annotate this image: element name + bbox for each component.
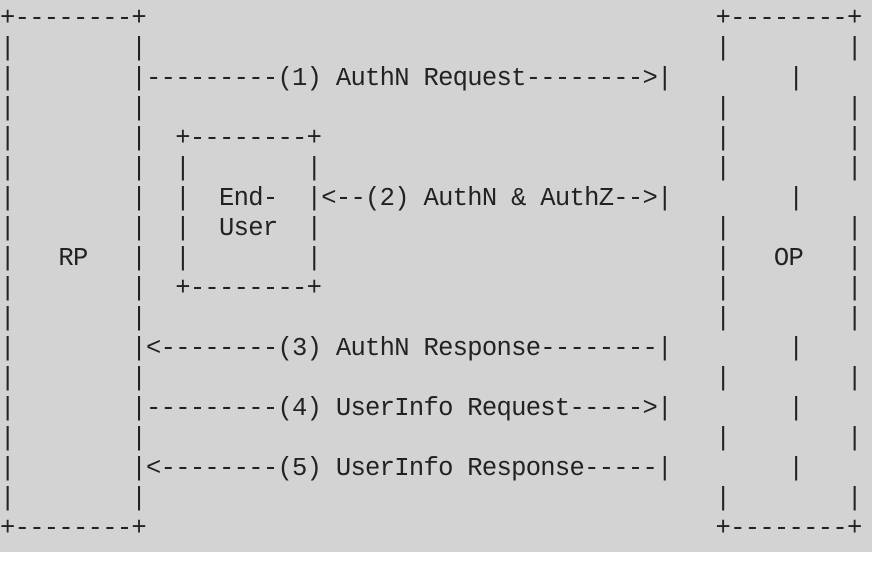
diagram-line: | |<--------(5) UserInfo Response-----| … [0, 454, 804, 483]
diagram-line: | |---------(4) UserInfo Request----->| … [0, 394, 804, 423]
diagram-line: | RP | | | | OP | [0, 244, 862, 273]
diagram-line: | | | | [0, 34, 862, 63]
diagram-line: | | | End- |<--(2) AuthN & AuthZ-->| | [0, 184, 804, 213]
diagram-line: | |<--------(3) AuthN Response--------| … [0, 334, 804, 363]
diagram-line: | | | | [0, 364, 862, 393]
diagram-line: | | | | [0, 94, 862, 123]
diagram-line: | |---------(1) AuthN Request-------->| … [0, 64, 804, 93]
diagram-line: +--------+ +--------+ [0, 514, 862, 543]
diagram-line: | | | | | | [0, 154, 862, 183]
diagram-line: | | +--------+ | | [0, 124, 862, 153]
diagram-line: | | | User | | | [0, 214, 862, 243]
diagram-line: | | | | [0, 304, 862, 333]
diagram-line: | | | | [0, 484, 862, 513]
diagram-line: +--------+ +--------+ [0, 4, 862, 33]
diagram-line: | | +--------+ | | [0, 274, 862, 303]
diagram-line: | | | | [0, 424, 862, 453]
